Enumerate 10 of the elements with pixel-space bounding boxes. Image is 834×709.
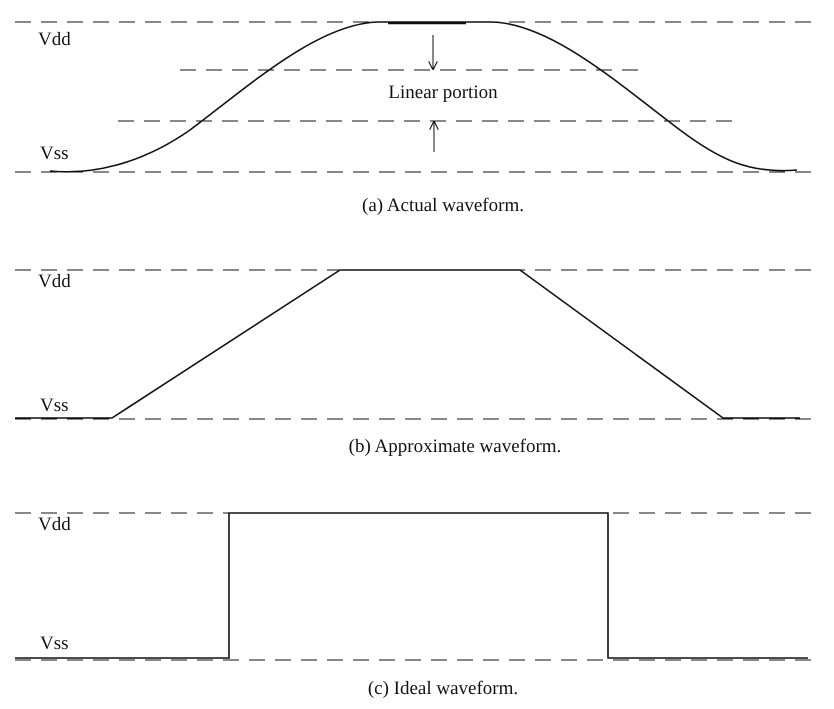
level-label: Vdd [38,29,71,51]
annotation: Linear portion [388,82,498,104]
caption: (c) Ideal waveform. [368,678,518,700]
level-label: Vdd [38,271,71,293]
level-label: Vdd [38,514,71,536]
caption: (a) Actual waveform. [362,195,524,217]
level-label: Vss [40,143,69,165]
caption: (b) Approximate waveform. [348,436,562,458]
level-label: Vss [40,395,69,417]
level-label: Vss [40,633,69,655]
